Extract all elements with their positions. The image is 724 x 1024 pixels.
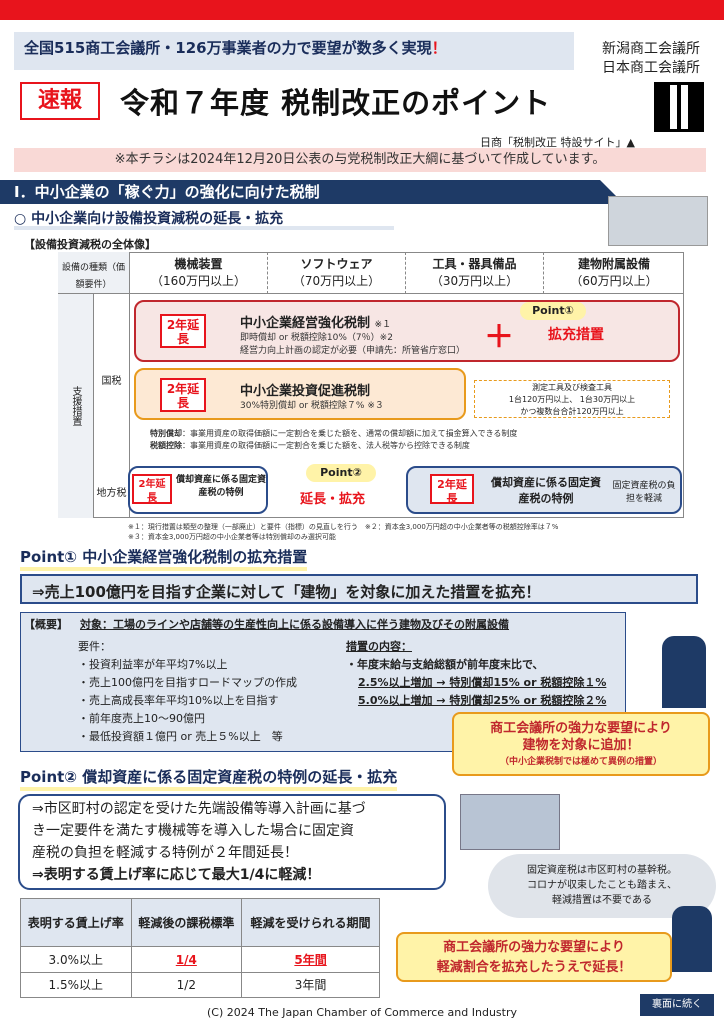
th-period: 軽減を受けられる期間 [241, 897, 380, 948]
point1-callout: 商工会議所の強力な要望により建物を対象に追加！（中小企業税制では極めて異例の措置… [452, 712, 710, 776]
municipality-cloud: 固定資産税は市区町村の基幹税。コロナが収束したことも踏まえ、軽減措置は不要である [488, 854, 716, 918]
top-red-bar [0, 0, 724, 20]
organization-names: 新潟商工会議所日本商工会議所 [602, 41, 700, 76]
col-software: ソフトウェア（70万円以上） [268, 252, 406, 294]
point1-tag: Point① [520, 302, 586, 320]
slogan-banner: 全国515商工会議所・126万事業者の力で要望が数多く実現！ [14, 32, 574, 70]
point2-tag: Point② [306, 464, 376, 482]
point2-callout: 商工会議所の強力な要望により軽減割合を拡充したうえで延長！ [396, 932, 672, 982]
businessman-illustration-icon [672, 906, 712, 972]
th-tax-standard: 軽減後の課税標準 [130, 897, 243, 948]
reduce-burden-label: 固定資産税の負担を軽減 [612, 481, 676, 504]
footnote-2: ※３：資本金3,000万円超の中小企業者等は特別償却のみ選択可能 [128, 533, 336, 541]
qr-code-icon[interactable] [654, 82, 704, 132]
table-cell: 3年間 [241, 971, 380, 999]
notice-banner: ※本チラシは2024年12月20日公表の与党税制改正大綱に基づいて作成しています… [14, 148, 706, 172]
table-cell: 5年間 [241, 946, 380, 973]
measures-list: 措置の内容：・年度末給与支給総額が前年度末比で、2.5%以上増加 → 特別償却1… [346, 640, 607, 707]
side-local: 地方税 [94, 464, 130, 518]
extension-badge: 2年延長 [160, 314, 206, 348]
point1-banner: ⇒売上100億円を目指す企業に対して「建物」を対象に加えた措置を拡充！ [20, 574, 698, 604]
keiei-kyoka-box [134, 300, 680, 362]
page-title: 令和７年度 税制改正のポイント [120, 86, 552, 120]
extension-badge: 2年延長 [160, 378, 206, 412]
copyright: (C) 2024 The Japan Chamber of Commerce a… [207, 1006, 517, 1019]
table-cell: 1.5%以上 [20, 971, 132, 999]
keiei-kyoka-title: 中小企業経営強化税制 ※１ [240, 316, 392, 331]
local-tax-title-old: 償却資産に係る固定資産税の特例 [176, 475, 267, 498]
requirements-list: 要件：・投資利益率が年平均7%以上・売上100億円を目指すロードマップの作成・売… [78, 640, 297, 743]
local-tax-title-new: 償却資産に係る固定資産税の特例 [491, 476, 601, 505]
city-hall-illustration-icon [460, 794, 560, 850]
overview-tag: 【概要】 [24, 618, 68, 631]
subheading-underline [14, 226, 394, 230]
col-machine: 機械装置（160万円以上） [130, 252, 268, 294]
continue-on-back-button[interactable]: 裏面に続く [640, 994, 714, 1016]
keiei-kyoka-line1: 即時償却 or 税額控除10%（7％）※2 [240, 333, 393, 343]
table-cell: 1/2 [130, 971, 243, 999]
extension-badge: 2年延長 [132, 474, 172, 504]
th-wage-rate: 表明する賃上げ率 [20, 897, 132, 948]
side-support: 支援措置 [58, 294, 94, 518]
point2-heading: Point② 償却資産に係る固定資産税の特例の延長・拡充 [20, 766, 398, 791]
table-cell: 3.0%以上 [20, 946, 132, 973]
table-corner: 設備の種類（価額要件） [58, 252, 130, 294]
keiei-kyoka-line2: 経営力向上計画の認定が必要（申請先：所管省庁窓口） [240, 346, 466, 356]
toshi-sokushin-line1: 30%特別償却 or 税額控除７% ※３ [240, 401, 384, 411]
special-site-link[interactable]: 日商「税制改正 特設サイト」▲ [480, 136, 635, 149]
section-heading: Ⅰ．中小企業の「稼ぐ力」の強化に向けた税制 [0, 180, 624, 204]
target-line: 対象：工場のラインや店舗等の生産性向上に係る設備導入に伴う建物及びその附属設備 [80, 618, 509, 631]
extend-expand-label: 延長・拡充 [300, 492, 366, 507]
subheading: ○ 中小企業向け設備投資減税の延長・拡充 [14, 211, 284, 227]
sokuho-badge: 速報 [20, 82, 100, 120]
side-national: 国税 [94, 294, 130, 464]
point2-body: ⇒市区町村の認定を受けた先端設備等導入計画に基づき一定要件を満たす機械等を導入し… [18, 794, 446, 890]
toshi-sokushin-title: 中小企業投資促進税制 [240, 384, 371, 399]
expansion-label: 拡充措置 [548, 327, 604, 343]
point1-heading: Point① 中小企業経営強化税制の拡充措置 [20, 546, 308, 571]
footnote-1: ※１：現行措置は類型の整理（一部廃止）と要件（指標）の見直しを行う ※２：資本金… [128, 523, 559, 531]
definitions: 特別償却：事業用資産の取得価額に一定割合を乗じた額を、通常の償却額に加えて損金算… [150, 429, 518, 450]
machine-illustration-icon [608, 196, 708, 246]
table-cell: 1/4 [130, 946, 243, 973]
plus-icon: ＋ [484, 320, 514, 355]
extension-badge: 2年延長 [430, 474, 474, 505]
col-building: 建物附属設備（60万円以上） [544, 252, 684, 294]
businessman-illustration-icon [662, 636, 706, 708]
overview-label: 【設備投資減税の全体像】 [24, 238, 156, 251]
col-tools: 工具・器具備品（30万円以上） [406, 252, 544, 294]
